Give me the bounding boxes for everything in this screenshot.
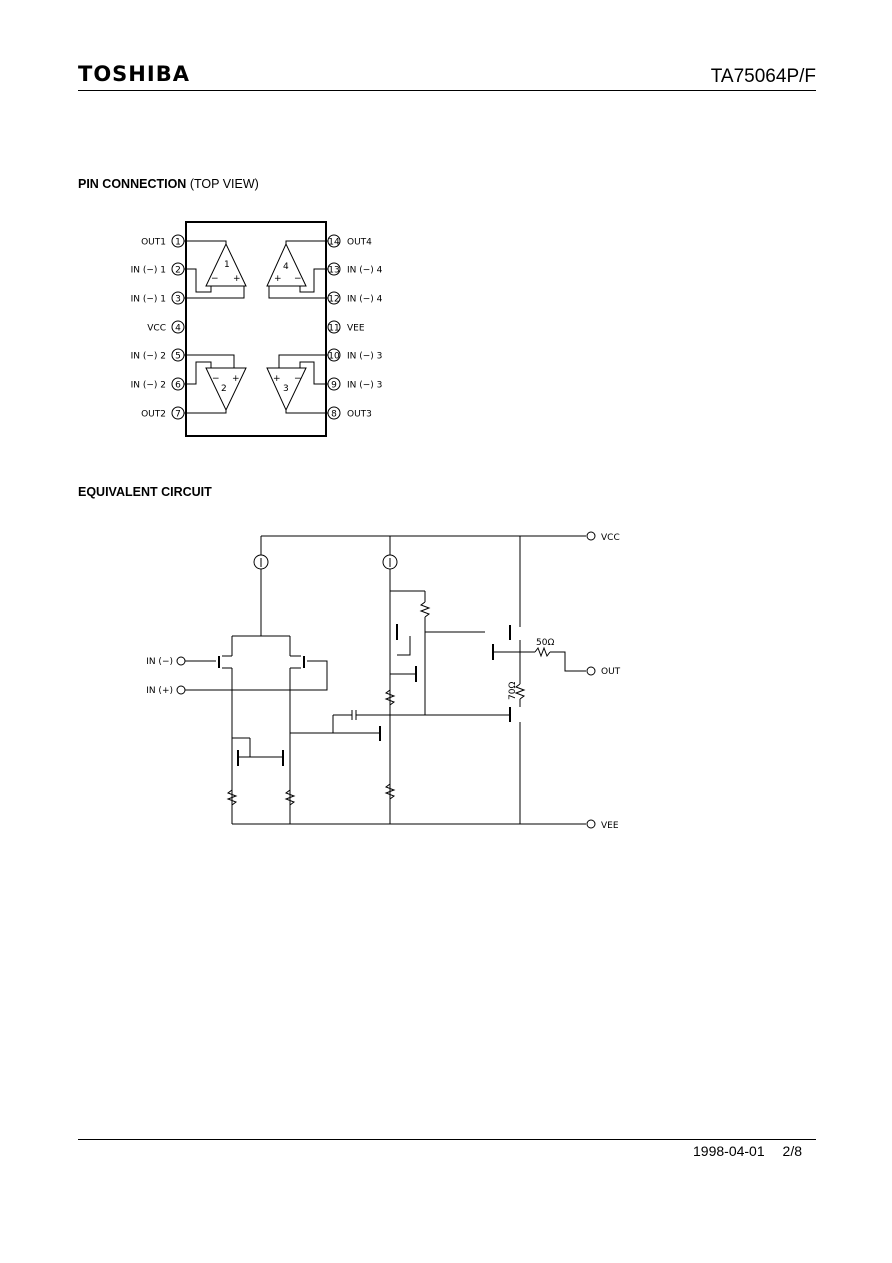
op-amp-4: 4 + − bbox=[266, 240, 328, 299]
footer-date: 1998-04-01 bbox=[693, 1143, 765, 1159]
pin-number: 1 bbox=[175, 238, 181, 248]
resistor-50-ohm bbox=[534, 646, 551, 658]
svg-text:+: + bbox=[273, 374, 281, 384]
op-amp-3: 3 + − bbox=[266, 354, 328, 414]
header-rule bbox=[78, 90, 816, 91]
pin-label: OUT1 bbox=[141, 238, 166, 248]
mirror-resistor-left bbox=[226, 789, 238, 806]
r-70-label: 70Ω bbox=[508, 682, 518, 700]
vcc-label: VCC bbox=[601, 533, 620, 543]
op-amp-1: 1 − + bbox=[184, 240, 247, 299]
pin-label: IN (−) 3 bbox=[347, 352, 382, 362]
pin-number: 4 bbox=[175, 324, 181, 334]
emitter-resistor bbox=[384, 783, 396, 800]
out-label: OUT bbox=[601, 667, 621, 677]
brand-logo: TOSHIBA bbox=[78, 62, 190, 86]
footer-rule bbox=[78, 1139, 816, 1140]
vee-terminal: VEE bbox=[586, 819, 619, 831]
pin-number: 14 bbox=[328, 238, 340, 248]
right-pin-11: 11 VEE bbox=[327, 320, 365, 334]
pin-number: 2 bbox=[175, 266, 181, 276]
bias-resistor-1 bbox=[384, 689, 396, 706]
pin-connection-title: PIN CONNECTION bbox=[78, 177, 187, 191]
pin-connection-heading: PIN CONNECTION (TOP VIEW) bbox=[78, 177, 259, 191]
pin-number: 7 bbox=[175, 410, 181, 420]
in-plus-label: IN (+) bbox=[146, 686, 173, 696]
vee-label: VEE bbox=[601, 821, 619, 831]
pin-label: VCC bbox=[147, 324, 166, 334]
svg-text:−: − bbox=[294, 274, 302, 284]
ic-package-outline bbox=[185, 221, 327, 437]
pin-label: IN (−) 3 bbox=[347, 381, 382, 391]
equivalent-circuit-title: EQUIVALENT CIRCUIT bbox=[78, 485, 212, 499]
pin-number: 8 bbox=[331, 410, 337, 420]
part-number: TA75064P/F bbox=[710, 66, 816, 87]
amp-number: 4 bbox=[283, 262, 289, 272]
pin-label: IN (−) 4 bbox=[347, 295, 383, 305]
svg-text:−: − bbox=[211, 274, 219, 284]
r-50-label: 50Ω bbox=[536, 638, 554, 648]
pin-label: IN (−) 1 bbox=[131, 295, 166, 305]
pin-number: 10 bbox=[328, 352, 340, 362]
pin-number: 9 bbox=[331, 381, 337, 391]
pin-label: IN (−) 1 bbox=[131, 266, 166, 276]
pin-label: IN (−) 2 bbox=[131, 381, 166, 391]
pin-label: OUT3 bbox=[347, 410, 372, 420]
in-minus-terminal: IN (−) bbox=[146, 656, 186, 667]
op-amp-2: 2 − + bbox=[184, 354, 247, 414]
pin-number: 13 bbox=[328, 266, 339, 276]
svg-text:+: + bbox=[233, 274, 241, 284]
resistor-70-ohm bbox=[514, 683, 526, 700]
amp-number: 1 bbox=[224, 260, 230, 270]
svg-text:+: + bbox=[274, 274, 282, 284]
in-plus-terminal: IN (+) bbox=[146, 685, 186, 696]
bias-resistor-2 bbox=[419, 601, 431, 618]
pin-number: 5 bbox=[175, 352, 181, 362]
pin-number: 3 bbox=[175, 295, 181, 305]
mirror-resistor-right bbox=[284, 789, 296, 806]
svg-text:−: − bbox=[212, 374, 220, 384]
in-minus-label: IN (−) bbox=[146, 657, 173, 667]
pin-label: IN (−) 4 bbox=[347, 266, 383, 276]
equivalent-circuit-heading: EQUIVALENT CIRCUIT bbox=[78, 485, 212, 499]
svg-text:+: + bbox=[232, 374, 240, 384]
pin-label: OUT4 bbox=[347, 238, 372, 248]
pin-label: IN (−) 2 bbox=[131, 352, 166, 362]
pin-label: OUT2 bbox=[141, 410, 166, 420]
left-pin-4: 4 VCC bbox=[147, 320, 185, 334]
amp-number: 3 bbox=[283, 384, 289, 394]
pin-number: 6 bbox=[175, 381, 181, 391]
out-terminal: OUT bbox=[586, 666, 621, 677]
pin-number: 12 bbox=[328, 295, 339, 305]
footer: 1998-04-01 2/8 bbox=[693, 1143, 802, 1159]
footer-page-number: 2/8 bbox=[782, 1143, 802, 1159]
svg-text:−: − bbox=[294, 374, 302, 384]
amp-number: 2 bbox=[221, 384, 227, 394]
pin-connection-note: (TOP VIEW) bbox=[189, 177, 259, 191]
pin-label: VEE bbox=[347, 324, 365, 334]
pin-number: 11 bbox=[328, 324, 339, 334]
vcc-terminal: VCC bbox=[586, 531, 620, 543]
